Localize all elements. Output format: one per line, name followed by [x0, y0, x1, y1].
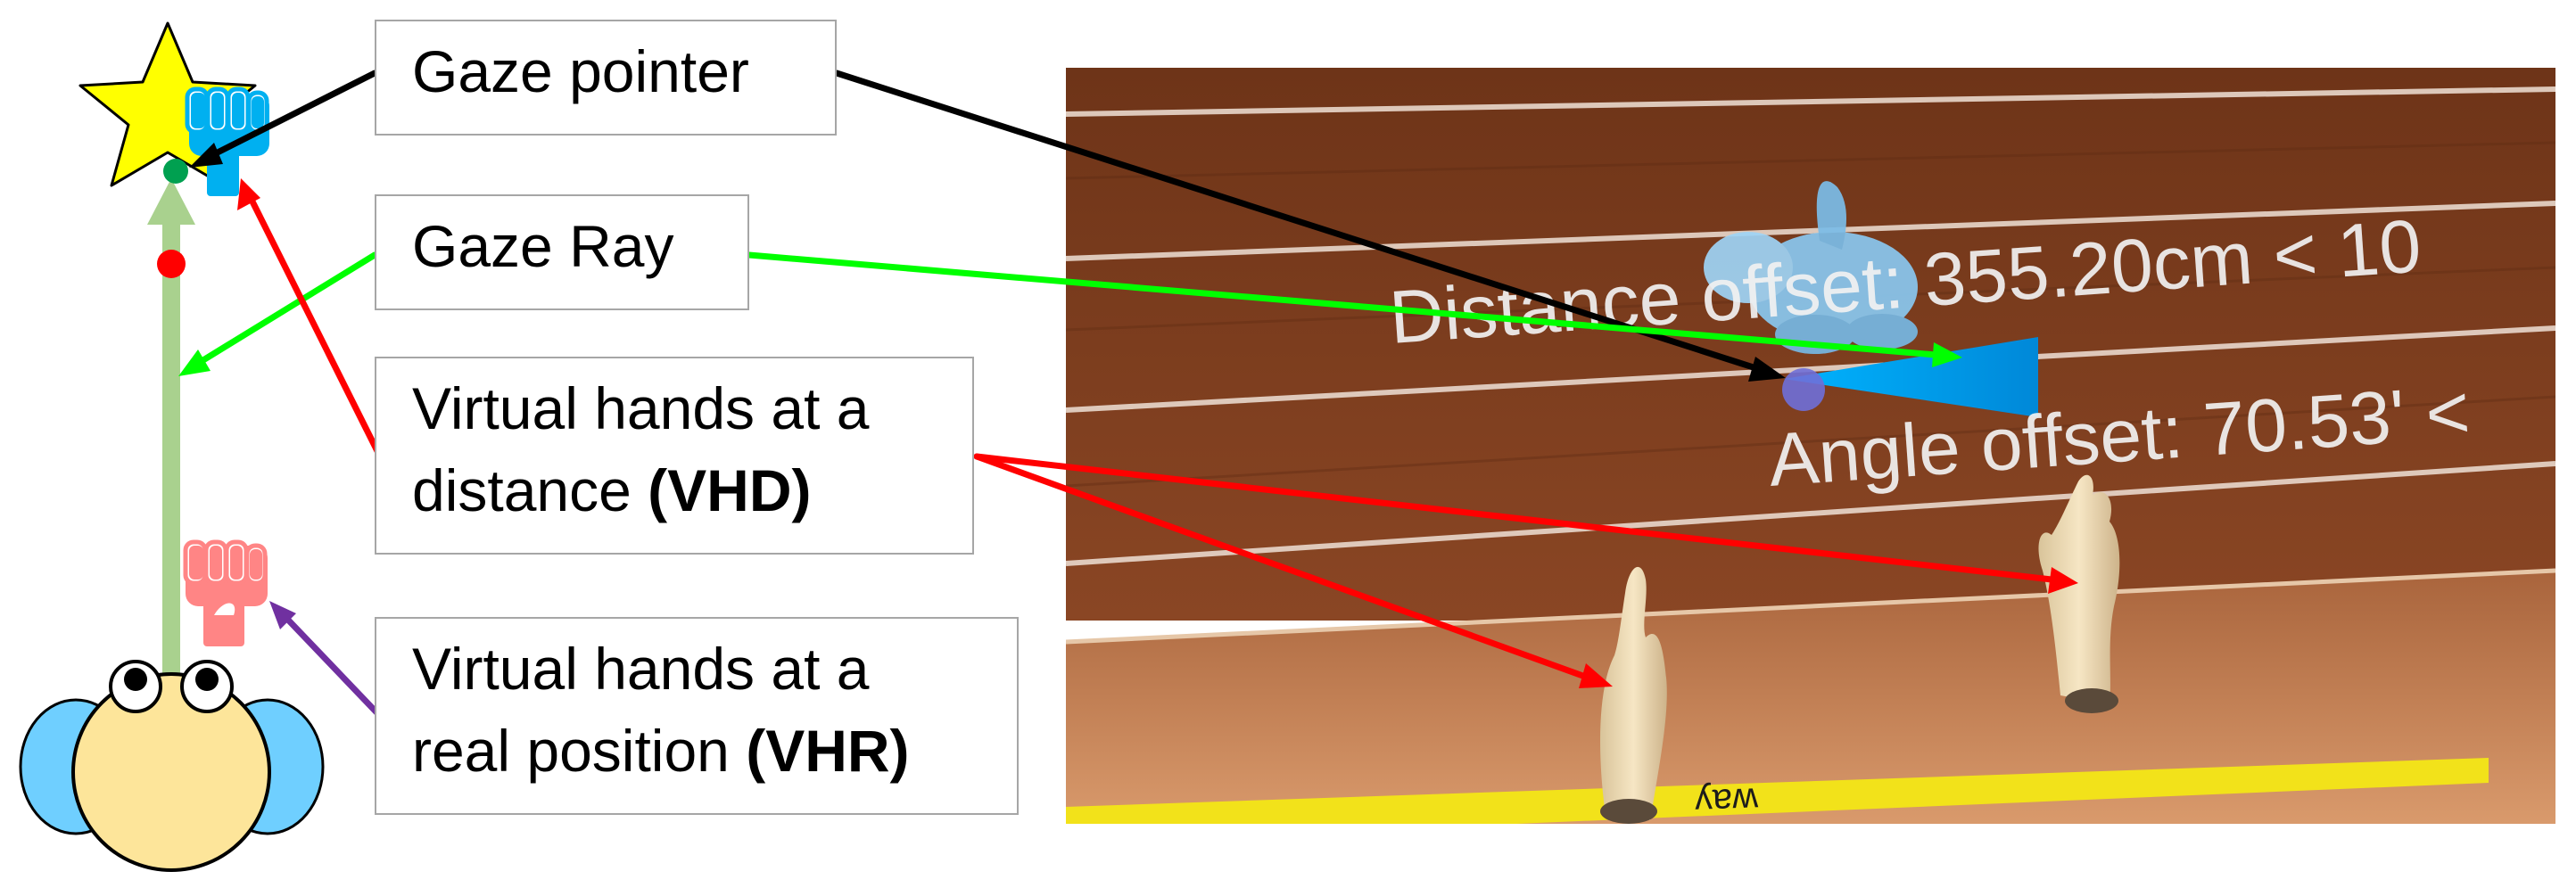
- floor-yellow-line: [1066, 758, 2489, 824]
- vhr-line1: Virtual hands at a: [412, 636, 870, 702]
- vhr-line2: real position (VHR): [412, 718, 910, 784]
- arrow-vhd-right-1: [973, 453, 1613, 688]
- gaze-pointer-label: Gaze pointer: [375, 20, 837, 136]
- head: [71, 672, 271, 872]
- arrow-gaze-ray-left: [178, 251, 378, 376]
- vr-screenshot: ʎɐʍ Distance offset: 355.20cm < 10 Angle…: [1066, 68, 2555, 824]
- vhd-line2: distance (VHD): [412, 457, 812, 523]
- gaze-cone: [1784, 337, 2038, 417]
- user-head-icon: [19, 660, 325, 872]
- arrow-gaze-ray-right: [746, 251, 1962, 367]
- gaze-ray-text: Gaze Ray: [412, 213, 674, 279]
- arrow-vhr: [269, 601, 383, 719]
- vr-floor: [1066, 571, 2555, 824]
- wall-plank-lines: [1066, 86, 2555, 566]
- arrows: [178, 70, 2078, 719]
- vhr-label: Virtual hands at a real position (VHR): [375, 617, 1019, 815]
- vhd-line1: Virtual hands at a: [412, 375, 870, 441]
- gaze-pointer-dot: [163, 159, 188, 184]
- screenshot-right-hand: [2038, 474, 2120, 713]
- gaze-ray-label: Gaze Ray: [375, 194, 749, 310]
- gaze-ray-arrow: [147, 178, 195, 673]
- red-dot: [157, 250, 186, 278]
- gaze-pointer-text: Gaze pointer: [412, 38, 749, 104]
- arrow-vhd-left: [237, 178, 383, 458]
- floor-text: ʎɐʍ: [1694, 776, 1759, 817]
- arrow-gaze-pointer-right: [833, 70, 1786, 382]
- vhd-label: Virtual hands at a distance (VHD): [375, 357, 974, 555]
- arrow-gaze-pointer-left: [189, 70, 378, 168]
- vhr-abbrev: (VHR): [746, 718, 910, 784]
- virtual-hand-vhr-icon: [183, 539, 268, 646]
- floor-edge: [1066, 568, 2555, 645]
- screenshot-gaze-pointer: [1782, 368, 1825, 411]
- screenshot-left-hand: [1600, 566, 1667, 824]
- virtual-hand-vhd-icon: [185, 86, 269, 196]
- vhd-abbrev: (VHD): [648, 457, 812, 523]
- arrow-vhd-right-2: [973, 453, 2078, 594]
